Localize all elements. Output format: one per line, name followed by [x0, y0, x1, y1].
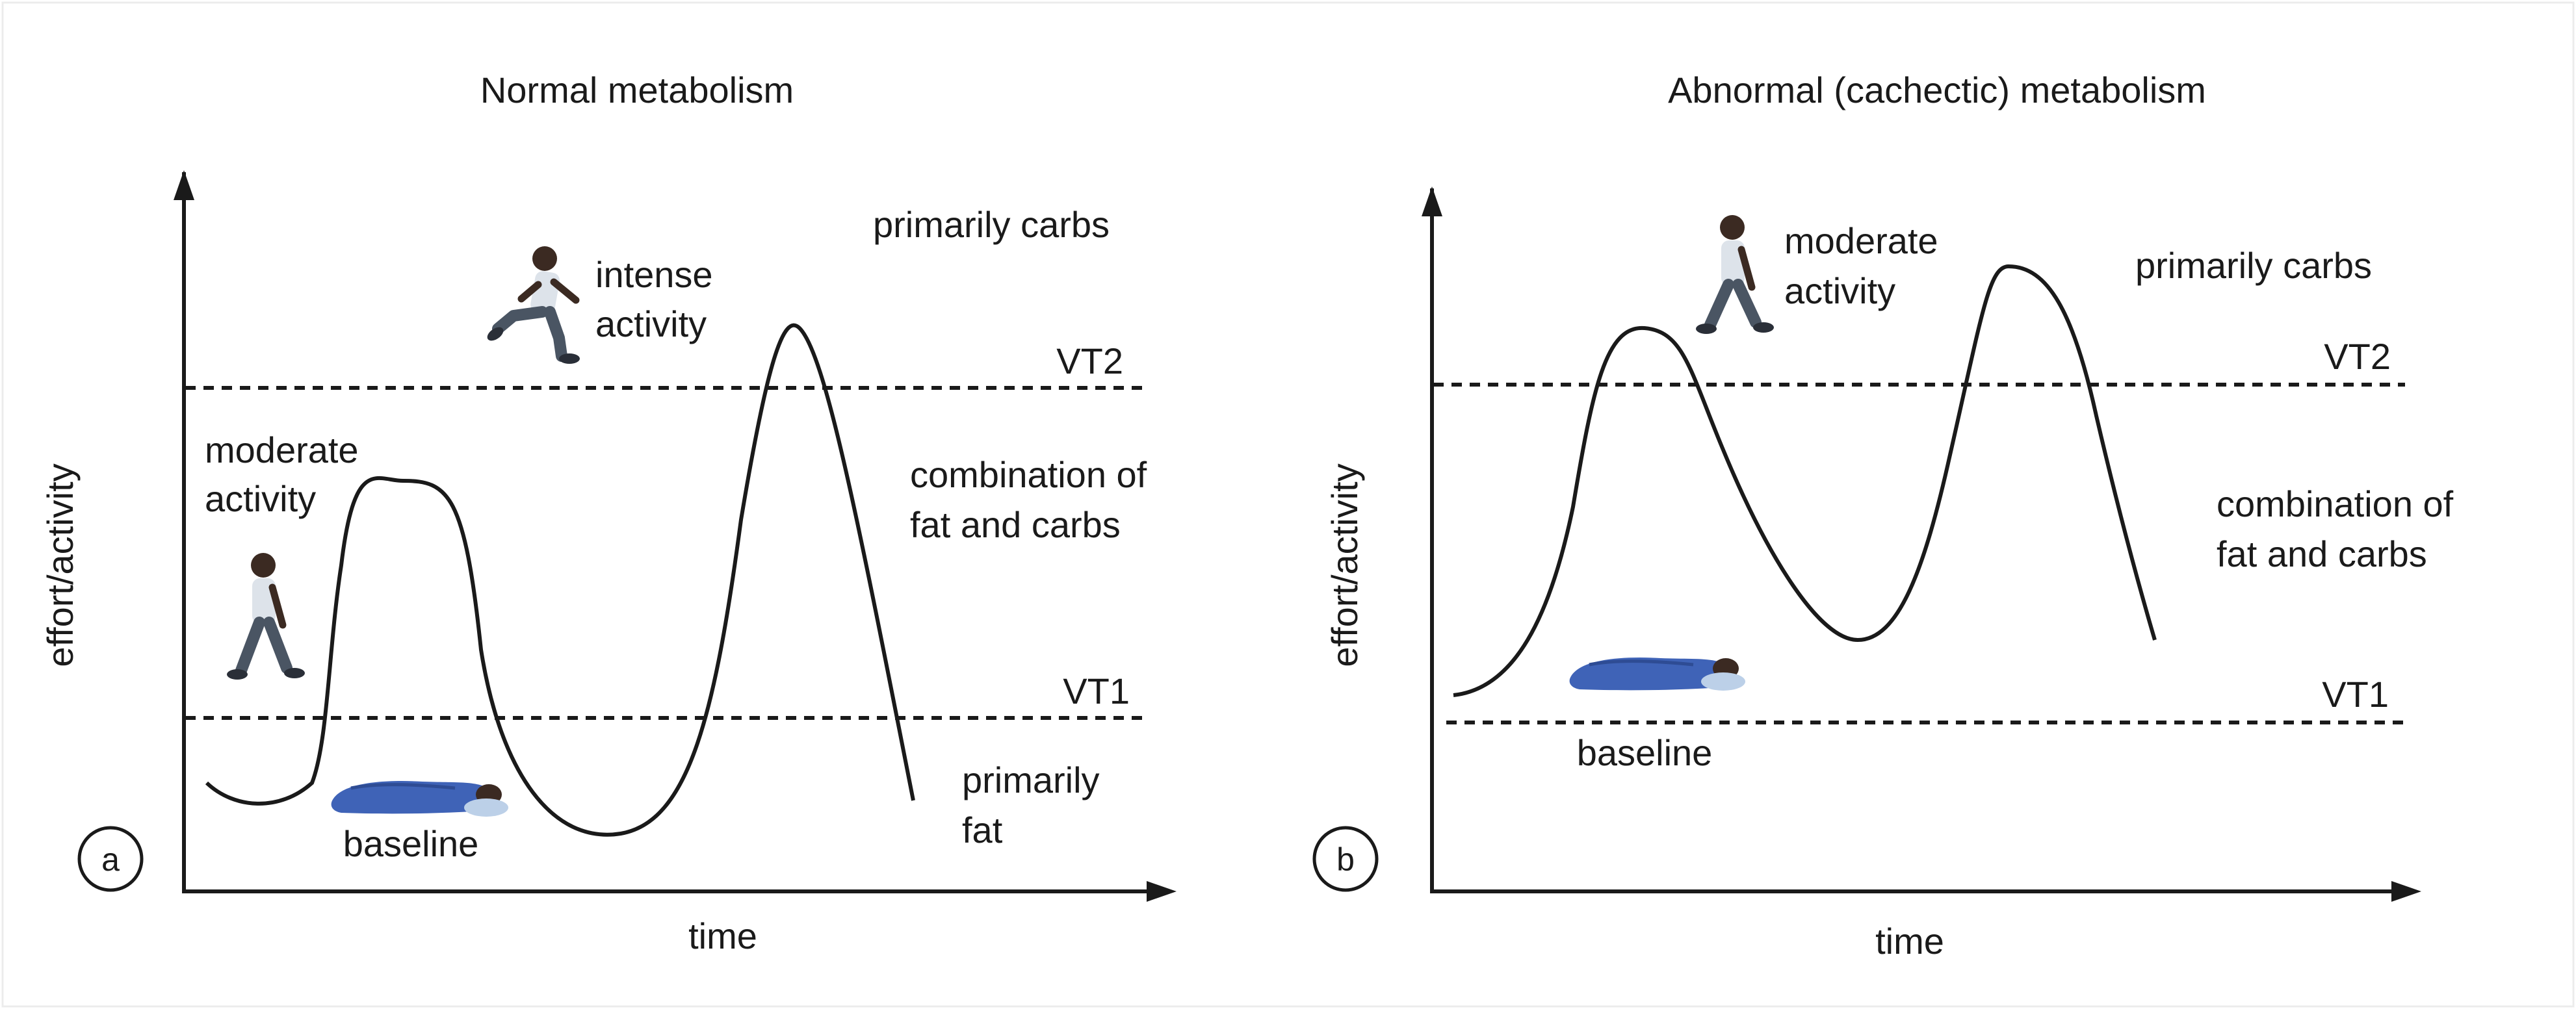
panel-a-y-label: effort/activity	[40, 463, 81, 667]
panel-a: Normal metabolism effort/activity time V…	[40, 70, 1177, 956]
panel-a-intense-line2: activity	[595, 303, 707, 344]
walking-person-icon	[227, 553, 305, 680]
panel-a-axes	[174, 170, 1177, 902]
panel-b-zone-carbs: primarily carbs	[2135, 245, 2372, 286]
panel-a-baseline-label: baseline	[343, 823, 479, 864]
panel-a-vt1-label: VT1	[1063, 671, 1130, 711]
panel-b-zone-mixed-line1: combination of	[2217, 483, 2454, 524]
panel-b-zone-mixed-line2: fat and carbs	[2217, 533, 2427, 574]
panel-b-y-arrow-icon	[1422, 186, 1442, 216]
panel-b-axes	[1422, 186, 2421, 902]
panel-b-baseline-label: baseline	[1577, 732, 1713, 773]
panel-a-moderate-line2: activity	[205, 478, 316, 519]
panel-b-x-arrow-icon	[2391, 881, 2421, 902]
panel-b-y-label: effort/activity	[1324, 463, 1365, 667]
panel-b-effort-curve	[1453, 264, 2157, 697]
panel-b-moderate-line1: moderate	[1784, 220, 1938, 261]
panel-a-zone-fat-line1: primarily	[962, 760, 1100, 800]
panel-a-y-arrow-icon	[174, 170, 194, 200]
panel-b-circle	[1312, 826, 1379, 892]
panel-b: Abnormal (cachectic) metabolism effort/a…	[1312, 70, 2454, 962]
panel-a-title: Normal metabolism	[480, 70, 794, 110]
panel-b-vt2-label: VT2	[2324, 336, 2391, 377]
panel-b-x-label: time	[1875, 921, 1944, 962]
panel-a-zone-mixed-line2: fat and carbs	[910, 504, 1121, 545]
panel-a-circle-label: a	[101, 841, 120, 878]
panel-a-vt2-label: VT2	[1056, 340, 1123, 381]
panel-b-title: Abnormal (cachectic) metabolism	[1668, 70, 2206, 110]
panel-a-zone-mixed-line1: combination of	[910, 454, 1147, 495]
panel-a-moderate-line1: moderate	[205, 429, 359, 470]
panel-a-x-arrow-icon	[1147, 881, 1177, 902]
panel-a-x-label: time	[688, 915, 757, 956]
panel-a-zone-carbs: primarily carbs	[873, 204, 1110, 245]
panel-a-zone-fat-line2: fat	[962, 810, 1003, 850]
panel-b-vt1-label: VT1	[2322, 674, 2389, 715]
panel-a-intense-line1: intense	[595, 254, 713, 295]
panel-a-effort-curve	[205, 323, 915, 837]
sleeping-person-icon	[1569, 658, 1745, 691]
panel-b-moderate-line2: activity	[1784, 270, 1895, 311]
panel-b-circle-label: b	[1336, 841, 1355, 878]
walking-person-icon	[1696, 215, 1774, 334]
sleeping-person-icon	[331, 781, 508, 817]
running-person-icon	[487, 246, 580, 364]
panel-a-circle	[77, 826, 144, 892]
